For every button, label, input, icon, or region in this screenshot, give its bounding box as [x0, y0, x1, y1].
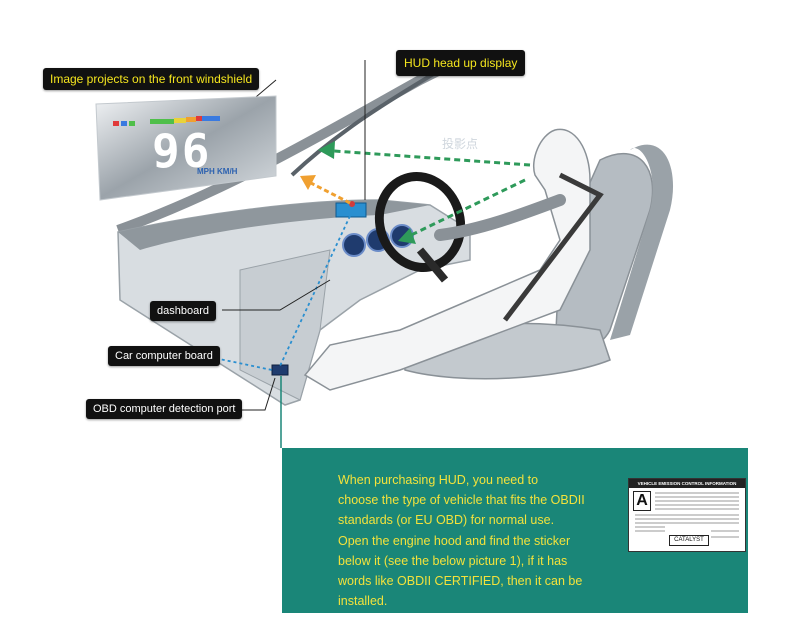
- callout-windshield: Image projects on the front windshield: [43, 68, 260, 90]
- callout-hud: HUD head up display: [396, 50, 526, 76]
- hud-speed-readout: 96: [152, 124, 212, 178]
- sticker-fine-print: [635, 492, 739, 538]
- leader-obd: [234, 377, 276, 411]
- sight-line-to-windshield: [319, 148, 531, 167]
- info-line: installed.: [338, 594, 388, 609]
- callout-obd-port: OBD computer detection port: [86, 399, 243, 419]
- sight-arrow-head-wheel: [398, 228, 416, 244]
- seat-belt: [503, 172, 604, 322]
- sticker-catalyst: CATALYST: [669, 535, 709, 546]
- hud-projection-point: [349, 201, 355, 207]
- obd-port: [271, 364, 289, 376]
- sight-line-to-wheel: [404, 178, 526, 240]
- info-line: standards (or EU OBD) for normal use.: [338, 513, 555, 528]
- driver-figure: [303, 128, 591, 391]
- leader-dashboard: [222, 279, 331, 311]
- info-line: below it (see the below picture 1), if i…: [338, 553, 568, 568]
- hud-icon-green: [129, 121, 135, 126]
- windshield-frame: [116, 65, 443, 235]
- hud-rpm-bar-green: [150, 119, 174, 124]
- hud-screen-panel: [95, 95, 277, 201]
- projection-line: [304, 178, 351, 205]
- seat-back-rear: [610, 144, 674, 340]
- gauge-left: [342, 233, 366, 257]
- hud-icon-blue: [121, 121, 127, 126]
- center-console: [239, 249, 331, 401]
- hud-rpm-bar-orange: [186, 117, 196, 122]
- windshield-pillar: [290, 68, 442, 177]
- projection-point-caption: 投影点: [442, 137, 479, 151]
- hud-rpm-bar-yellow: [174, 118, 186, 123]
- hud-rpm-bar-red: [196, 116, 202, 121]
- link-board-to-port: [209, 356, 273, 371]
- info-line: choose the type of vehicle that fits the…: [338, 493, 585, 508]
- callout-computer-board: Car computer board: [108, 346, 220, 366]
- sticker-title: VEHICLE EMISSION CONTROL INFORMATION: [629, 479, 745, 488]
- emission-sticker: VEHICLE EMISSION CONTROL INFORMATION A C…: [628, 478, 746, 552]
- callout-dashboard: dashboard: [150, 301, 216, 321]
- hud-rpm-bar-blue: [202, 116, 220, 121]
- driver-arm: [434, 194, 566, 241]
- hud-icon-red: [113, 121, 119, 126]
- projection-arrow-head: [300, 175, 316, 190]
- info-line: When purchasing HUD, you need to: [338, 473, 539, 487]
- sight-arrow-head-windshield: [318, 141, 335, 159]
- info-box-text: When purchasing HUD, you need to choose …: [338, 470, 618, 611]
- hud-speed-unit: MPH KM/H: [197, 167, 238, 176]
- sticker-grade: A: [633, 491, 651, 511]
- info-line: Open the engine hood and find the sticke…: [338, 533, 571, 548]
- info-line: words like OBDII CERTIFIED, then it can …: [338, 574, 583, 589]
- steering-column: [416, 247, 449, 283]
